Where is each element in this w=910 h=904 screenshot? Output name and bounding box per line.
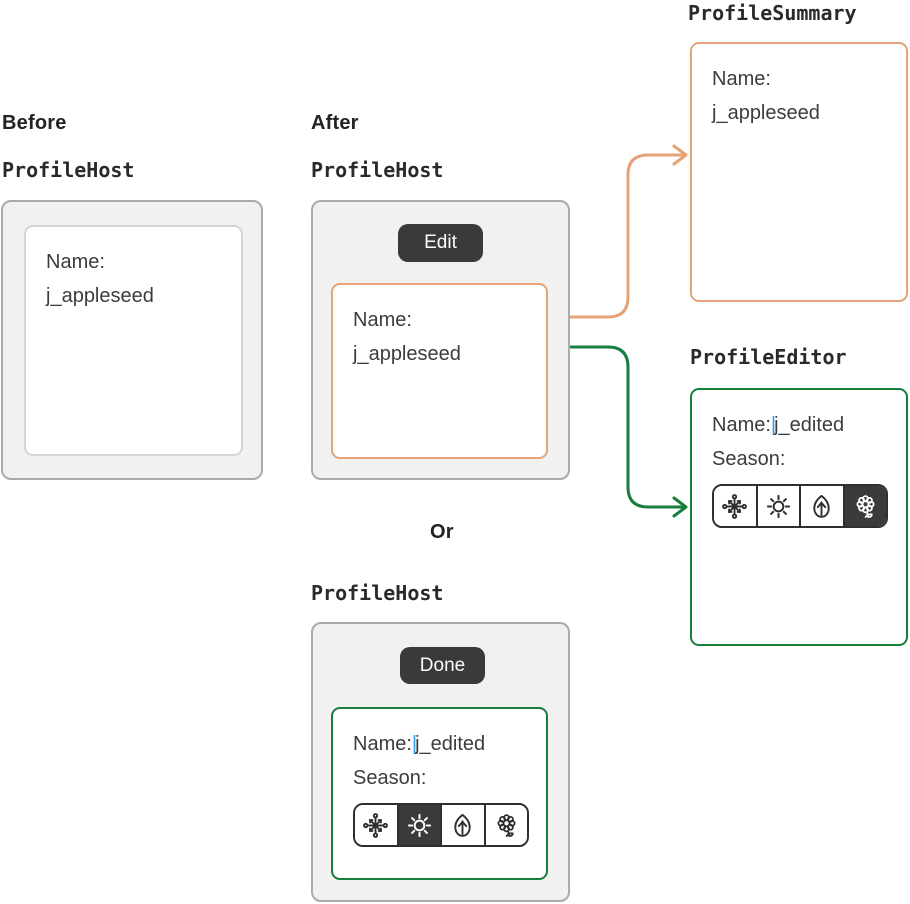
name-label: Name: xyxy=(353,309,412,331)
segment-spring[interactable] xyxy=(483,805,527,845)
leaf-icon xyxy=(808,493,835,520)
name-value: j_edited xyxy=(415,733,486,755)
sun-icon xyxy=(765,493,792,520)
done-card: Name:|j_edited Season: xyxy=(331,707,548,880)
arrow-to-summary xyxy=(569,153,685,319)
segment-winter[interactable] xyxy=(355,805,397,845)
arrow-to-summary-head xyxy=(672,144,688,166)
leaf-icon xyxy=(449,812,476,839)
profile-editor-card: Name:|j_edited Season: xyxy=(690,388,908,646)
segment-autumn[interactable] xyxy=(440,805,484,845)
segment-winter[interactable] xyxy=(714,486,756,526)
name-label: Name: xyxy=(353,733,412,755)
before-card: Name: j_appleseed xyxy=(24,225,243,456)
name-value: j_edited xyxy=(774,414,845,436)
segment-summer[interactable] xyxy=(755,486,799,526)
before-view-title: ProfileHost xyxy=(2,158,135,182)
arrow-to-editor xyxy=(569,345,685,509)
after-card: Name: j_appleseed xyxy=(331,283,548,459)
season-label: Season: xyxy=(353,767,427,789)
name-label: Name: xyxy=(46,251,105,273)
season-picker[interactable] xyxy=(353,803,529,847)
name-value: j_appleseed xyxy=(712,102,820,124)
flower-icon xyxy=(852,493,879,520)
before-heading: Before xyxy=(2,112,67,134)
or-heading: Or xyxy=(430,521,454,543)
name-field-line[interactable]: Name:|j_edited xyxy=(353,727,526,761)
season-label: Season: xyxy=(712,448,786,470)
name-value: j_appleseed xyxy=(353,343,461,365)
after-view-title: ProfileHost xyxy=(311,158,444,182)
done-button[interactable]: Done xyxy=(400,647,485,684)
segment-autumn[interactable] xyxy=(799,486,843,526)
text-cursor: | xyxy=(411,733,418,755)
season-picker[interactable] xyxy=(712,484,888,528)
name-label: Name: xyxy=(712,414,771,436)
segment-spring[interactable] xyxy=(842,486,886,526)
name-field-line[interactable]: Name:|j_edited xyxy=(712,408,886,442)
after-heading: After xyxy=(311,112,359,134)
profile-summary-card: Name: j_appleseed xyxy=(690,42,908,302)
segment-summer[interactable] xyxy=(396,805,440,845)
sun-icon xyxy=(406,812,433,839)
snowflake-icon xyxy=(362,812,389,839)
edit-button[interactable]: Edit xyxy=(398,224,483,262)
text-cursor: | xyxy=(770,414,777,436)
flower-icon xyxy=(493,812,520,839)
done-view-title: ProfileHost xyxy=(311,581,444,605)
profile-summary-title: ProfileSummary xyxy=(688,1,857,25)
arrow-to-editor-head xyxy=(672,496,688,518)
snowflake-icon xyxy=(721,493,748,520)
name-label: Name: xyxy=(712,68,771,90)
profile-editor-title: ProfileEditor xyxy=(690,345,847,369)
before-panel: Name: j_appleseed xyxy=(1,200,263,480)
name-value: j_appleseed xyxy=(46,285,154,307)
